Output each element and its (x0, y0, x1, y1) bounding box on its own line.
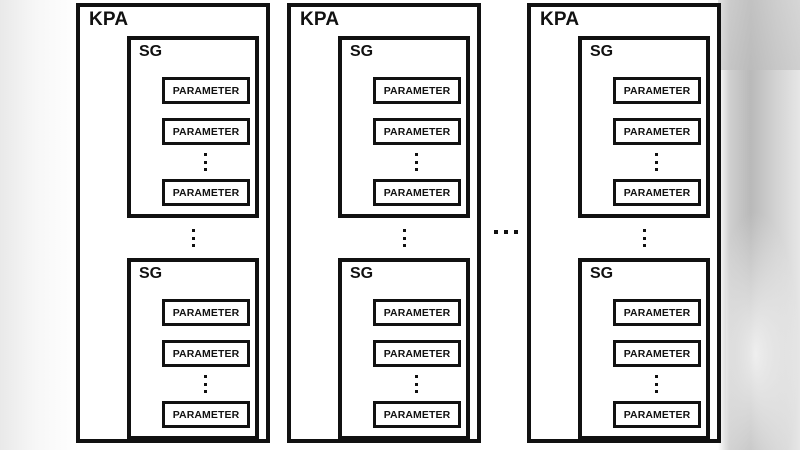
parameter-box-2-1-3[interactable]: PARAMETER (373, 179, 461, 206)
parameter-label: PARAMETER (172, 84, 240, 97)
parameter-label: PARAMETER (623, 347, 691, 360)
parameter-label: PARAMETER (383, 84, 451, 97)
sg-box-1-1[interactable]: SG PARAMETER PARAMETER PARAMETER (127, 36, 259, 218)
vertical-ellipsis-icon-sg-1-2 (204, 375, 207, 393)
parameter-label: PARAMETER (623, 306, 691, 319)
parameter-box-1-2-2[interactable]: PARAMETER (162, 340, 250, 367)
kpa-label-2: KPA (300, 9, 340, 30)
parameter-label: PARAMETER (383, 347, 451, 360)
backdrop-left (0, 0, 80, 450)
parameter-box-3-1-2[interactable]: PARAMETER (613, 118, 701, 145)
horizontal-ellipsis-icon-columns (494, 230, 518, 234)
parameter-box-3-2-3[interactable]: PARAMETER (613, 401, 701, 428)
parameter-label: PARAMETER (172, 408, 240, 421)
parameter-box-3-2-1[interactable]: PARAMETER (613, 299, 701, 326)
parameter-box-1-1-3[interactable]: PARAMETER (162, 179, 250, 206)
kpa-box-2[interactable]: KPA SG PARAMETER PARAMETER PARAMETER SG (287, 3, 481, 443)
sg-box-3-1[interactable]: SG PARAMETER PARAMETER PARAMETER (578, 36, 710, 218)
parameter-label: PARAMETER (172, 306, 240, 319)
parameter-label: PARAMETER (172, 347, 240, 360)
parameter-box-2-1-2[interactable]: PARAMETER (373, 118, 461, 145)
parameter-label: PARAMETER (172, 186, 240, 199)
sg-label-3-1: SG (590, 43, 614, 60)
parameter-label: PARAMETER (383, 306, 451, 319)
parameter-label: PARAMETER (623, 408, 691, 421)
parameter-label: PARAMETER (383, 125, 451, 138)
sg-box-2-1[interactable]: SG PARAMETER PARAMETER PARAMETER (338, 36, 470, 218)
kpa-label-3: KPA (540, 9, 580, 30)
sg-box-3-2[interactable]: SG PARAMETER PARAMETER PARAMETER (578, 258, 710, 440)
sg-label-2-2: SG (350, 265, 374, 282)
sg-label-3-2: SG (590, 265, 614, 282)
parameter-box-3-1-1[interactable]: PARAMETER (613, 77, 701, 104)
parameter-label: PARAMETER (623, 84, 691, 97)
vertical-ellipsis-icon-sg-1-1 (204, 153, 207, 171)
parameter-box-3-1-3[interactable]: PARAMETER (613, 179, 701, 206)
parameter-box-1-1-1[interactable]: PARAMETER (162, 77, 250, 104)
parameter-box-2-2-2[interactable]: PARAMETER (373, 340, 461, 367)
parameter-box-2-2-1[interactable]: PARAMETER (373, 299, 461, 326)
parameter-label: PARAMETER (623, 186, 691, 199)
backdrop-right-top (718, 0, 800, 70)
vertical-ellipsis-icon-sg-3-1 (655, 153, 658, 171)
parameter-label: PARAMETER (623, 125, 691, 138)
kpa-label-1: KPA (89, 9, 129, 30)
parameter-box-3-2-2[interactable]: PARAMETER (613, 340, 701, 367)
vertical-ellipsis-icon-kpa-3 (643, 229, 646, 247)
sg-box-2-2[interactable]: SG PARAMETER PARAMETER PARAMETER (338, 258, 470, 440)
parameter-label: PARAMETER (383, 186, 451, 199)
vertical-ellipsis-icon-kpa-1 (192, 229, 195, 247)
vertical-ellipsis-icon-kpa-2 (403, 229, 406, 247)
sg-label-2-1: SG (350, 43, 374, 60)
sg-box-1-2[interactable]: SG PARAMETER PARAMETER PARAMETER (127, 258, 259, 440)
parameter-box-2-1-1[interactable]: PARAMETER (373, 77, 461, 104)
sg-label-1-1: SG (139, 43, 163, 60)
parameter-box-1-2-3[interactable]: PARAMETER (162, 401, 250, 428)
kpa-box-3[interactable]: KPA SG PARAMETER PARAMETER PARAMETER SG (527, 3, 721, 443)
parameter-label: PARAMETER (172, 125, 240, 138)
parameter-box-1-2-1[interactable]: PARAMETER (162, 299, 250, 326)
parameter-label: PARAMETER (383, 408, 451, 421)
vertical-ellipsis-icon-sg-2-2 (415, 375, 418, 393)
kpa-box-1[interactable]: KPA SG PARAMETER PARAMETER PARAMETER SG (76, 3, 270, 443)
sg-label-1-2: SG (139, 265, 163, 282)
backdrop-right-glow (726, 210, 800, 450)
vertical-ellipsis-icon-sg-2-1 (415, 153, 418, 171)
parameter-box-2-2-3[interactable]: PARAMETER (373, 401, 461, 428)
vertical-ellipsis-icon-sg-3-2 (655, 375, 658, 393)
parameter-box-1-1-2[interactable]: PARAMETER (162, 118, 250, 145)
